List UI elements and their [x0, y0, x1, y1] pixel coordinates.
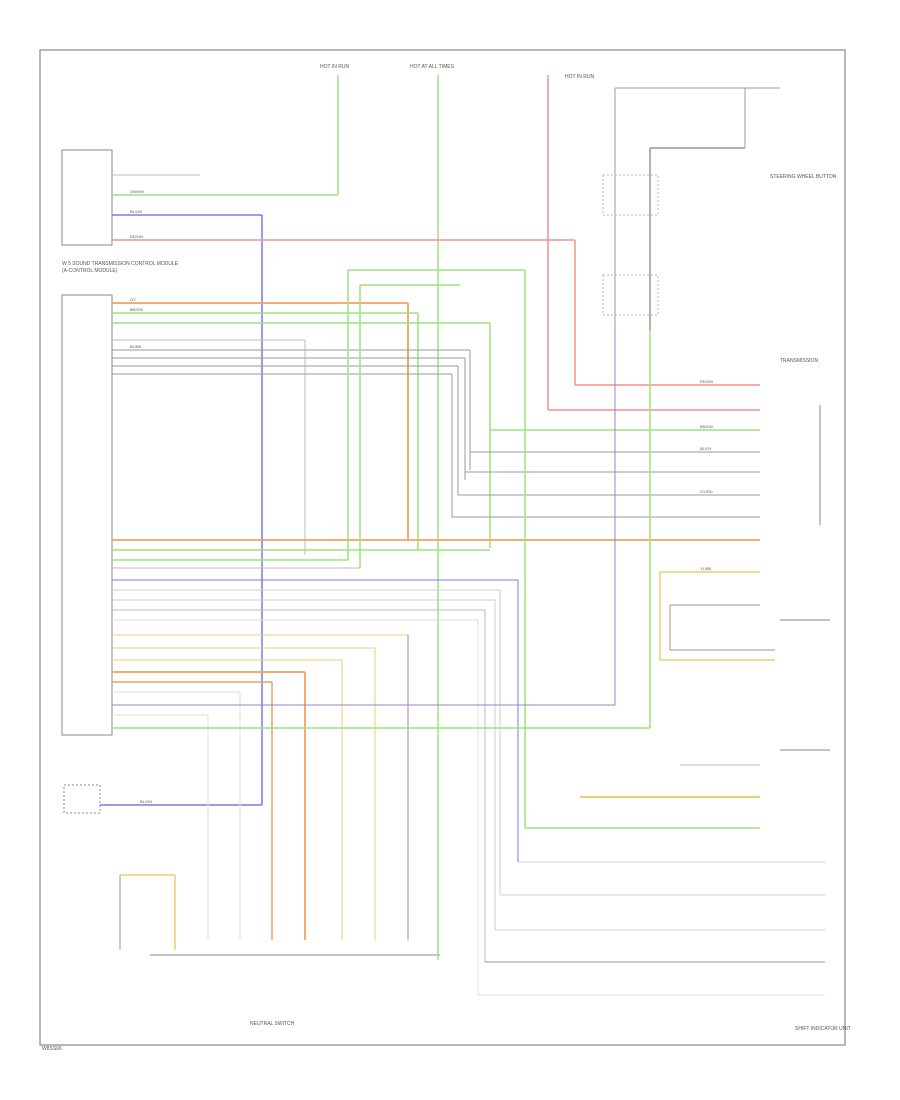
wire-label: BL/GN — [130, 209, 142, 214]
fuse-center-label: HOT AT ALL TIMES — [410, 64, 455, 70]
wire-label: BL/GY — [700, 446, 712, 451]
wire-label: GY — [130, 297, 136, 302]
wire-label: RD/GN — [700, 379, 713, 384]
wire-label: BR/GN — [130, 307, 143, 312]
neutral-switch-label: NEUTRAL SWITCH — [250, 1021, 295, 1027]
wire-label: RD/GN — [130, 234, 143, 239]
small-module-box — [63, 784, 101, 814]
fuse-left-label: HOT IN RUN — [320, 64, 349, 70]
lamp-box-upper — [602, 174, 659, 216]
wire-label: BL/GN — [140, 799, 152, 804]
fuse-right-label: HOT IN RUN — [565, 74, 594, 80]
transmission-label: TRANSMISSION — [780, 358, 818, 364]
module-title: W 5 SOUND TRANSMISSION CONTROL MODULE — [62, 261, 179, 267]
wire-label: BR/GN — [700, 424, 713, 429]
wire-label: BL/BK — [130, 344, 142, 349]
steering-wheel-label: STEERING WHEEL BUTTON — [770, 174, 837, 180]
wire-label: GN/WH — [130, 189, 144, 194]
tcm-box — [61, 294, 113, 736]
selector-switch-box — [61, 149, 113, 246]
wire-label: GY/RD — [700, 489, 713, 494]
diagram-frame — [39, 49, 846, 1046]
lamp-box-lower — [602, 274, 659, 316]
shift-indicator-label: SHIFT INDICATOR UNIT — [795, 1026, 851, 1032]
module-subtitle: (A-CONTROL MODULE) — [62, 268, 118, 274]
diagram-id: W8SS06 — [42, 1046, 62, 1052]
wire-label: YL/BK — [700, 566, 712, 571]
